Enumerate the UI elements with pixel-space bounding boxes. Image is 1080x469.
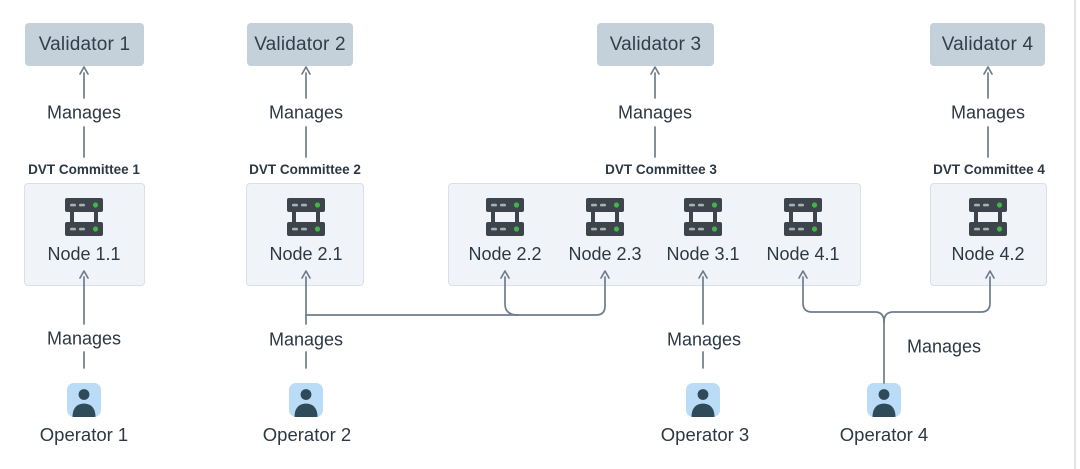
person-icon (691, 389, 715, 417)
node-4-2-label: Node 4.2 (951, 244, 1025, 264)
server-icon (969, 198, 1007, 236)
manages-label-committee-2: Manages (266, 102, 346, 124)
validator-4-box: Validator 4 (930, 23, 1045, 66)
manages-label-committee-4: Manages (948, 102, 1028, 124)
node-2-1-label: Node 2.1 (269, 244, 343, 264)
validator-2-box: Validator 2 (247, 23, 353, 66)
manages-label-operator-1: Manages (44, 328, 124, 350)
operator-3-label: Operator 3 (660, 424, 750, 445)
server-icon (486, 198, 524, 236)
validator-1-box: Validator 1 (25, 23, 144, 66)
validator-4-label: Validator 4 (941, 33, 1034, 55)
manages-label-operator-3: Manages (664, 329, 744, 351)
node-4-2: Node 4.2 (933, 197, 1043, 265)
node-2-1: Node 2.1 (251, 197, 361, 265)
committee-3-label: DVT Committee 3 (605, 162, 717, 177)
node-1-1-label: Node 1.1 (47, 244, 121, 264)
person-icon (72, 389, 96, 417)
operator-1-avatar (67, 383, 101, 417)
node-2-2-label: Node 2.2 (468, 244, 542, 264)
person-icon (294, 389, 318, 417)
manages-label-committee-3: Manages (615, 102, 695, 124)
server-icon (684, 198, 722, 236)
validator-3-box: Validator 3 (597, 23, 714, 66)
node-2-3-label: Node 2.3 (568, 244, 642, 264)
validator-3-label: Validator 3 (609, 33, 702, 55)
committee-1-label: DVT Committee 1 (28, 162, 140, 177)
committee-4-label: DVT Committee 4 (933, 162, 1045, 177)
node-4-1-label: Node 4.1 (766, 244, 840, 264)
node-3-1: Node 3.1 (648, 197, 758, 265)
node-3-1-label: Node 3.1 (666, 244, 740, 264)
validator-1-label: Validator 1 (38, 33, 131, 55)
node-2-3: Node 2.3 (550, 197, 660, 265)
node-4-1: Node 4.1 (748, 197, 858, 265)
manages-label-operator-4: Manages (904, 336, 984, 358)
person-icon (872, 389, 896, 417)
manages-label-operator-2: Manages (266, 329, 346, 351)
manages-label-committee-1: Manages (44, 102, 124, 124)
operator-3-avatar (686, 383, 720, 417)
committee-2-label: DVT Committee 2 (249, 162, 361, 177)
node-2-2: Node 2.2 (450, 197, 560, 265)
operator-4-avatar (867, 383, 901, 417)
operator-2-avatar (289, 383, 323, 417)
server-icon (287, 198, 325, 236)
operator-2-label: Operator 2 (262, 424, 352, 445)
server-icon (65, 198, 103, 236)
operator-4-label: Operator 4 (839, 424, 929, 445)
node-1-1: Node 1.1 (29, 197, 139, 265)
operator-1-label: Operator 1 (39, 424, 129, 445)
validator-2-label: Validator 2 (254, 33, 346, 55)
server-icon (586, 198, 624, 236)
server-icon (784, 198, 822, 236)
